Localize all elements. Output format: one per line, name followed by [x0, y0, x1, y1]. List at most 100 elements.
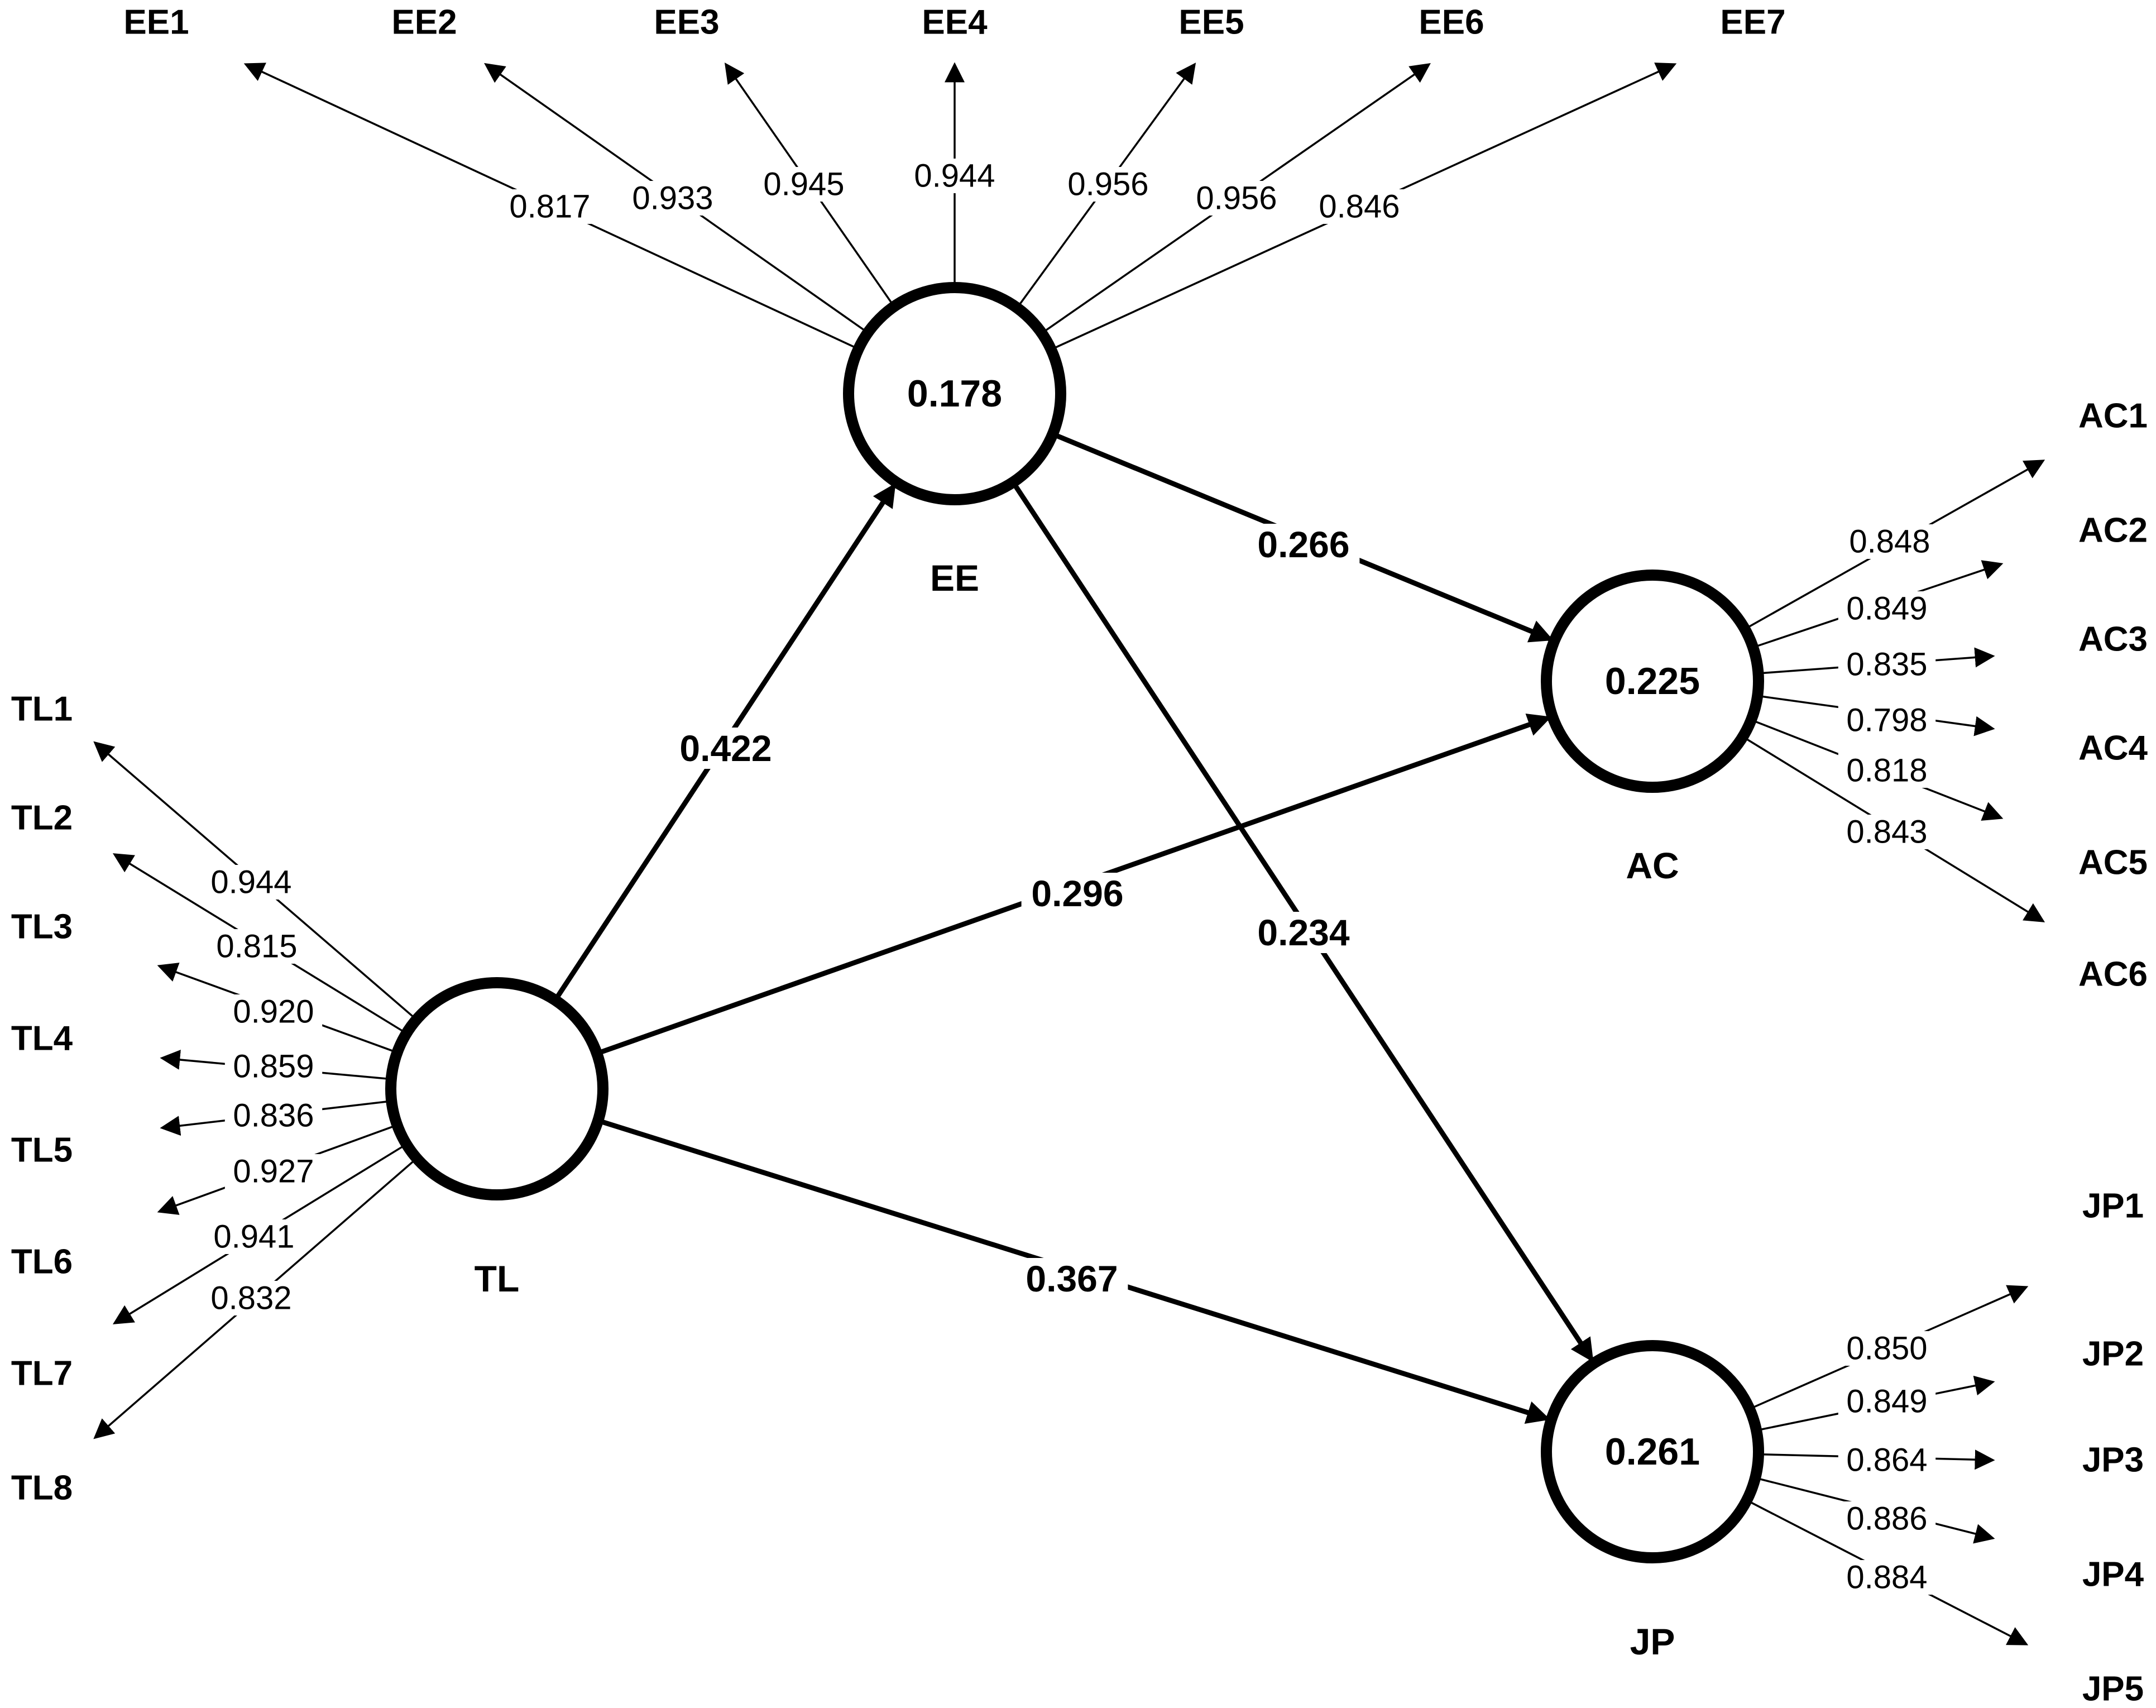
- loading-value-tl2-group: 0.815: [208, 929, 306, 965]
- indicator-label-tl7: TL7: [11, 1355, 73, 1393]
- loading-value-ee3: 0.945: [763, 166, 844, 203]
- loading-value-jp3: 0.864: [1846, 1442, 1927, 1479]
- loading-value-tl7-background: [205, 1219, 303, 1254]
- latent-label-jp: JP: [1630, 1621, 1675, 1662]
- indicator-label-ac3: AC3: [2078, 620, 2148, 659]
- loading-value-ac3: 0.835: [1846, 647, 1927, 683]
- loading-value-tl6: 0.927: [233, 1154, 314, 1190]
- loading-value-ee5-background: [1059, 167, 1157, 202]
- loading-value-ac3-background: [1838, 647, 1936, 682]
- loading-value-jp2-group: 0.849: [1838, 1384, 1936, 1420]
- loading-value-ac1-group: 0.848: [1841, 524, 1939, 560]
- loading-value-tl5-group: 0.836: [224, 1098, 323, 1134]
- loading-value-ee6: 0.956: [1196, 180, 1277, 217]
- loading-value-tl6-group: 0.927: [224, 1154, 323, 1190]
- path-coefficient-ee-jp: 0.234: [1257, 912, 1349, 953]
- loading-value-tl1-background: [202, 865, 300, 900]
- path-coefficient-tl-jp-background: [1015, 1258, 1128, 1299]
- loading-value-jp3-background: [1838, 1443, 1936, 1477]
- loading-value-ee4: 0.944: [914, 158, 995, 194]
- loading-value-tl4-group: 0.859: [224, 1049, 323, 1085]
- indicator-label-ee1: EE1: [123, 3, 189, 42]
- indicator-label-jp4: JP4: [2082, 1556, 2144, 1594]
- indicator-label-jp2: JP2: [2082, 1335, 2144, 1374]
- loading-value-ee1-group: 0.817: [501, 189, 599, 225]
- indicator-label-ac5: AC5: [2078, 844, 2148, 882]
- path-coefficient-tl-ac-background: [1021, 873, 1134, 914]
- loading-value-ac3-group: 0.835: [1838, 647, 1936, 683]
- loading-value-jp5-background: [1838, 1560, 1936, 1595]
- loading-value-ee6-group: 0.956: [1187, 180, 1286, 217]
- loading-value-ac6-background: [1838, 815, 1936, 849]
- indicator-label-ee4: EE4: [922, 3, 988, 42]
- loading-value-jp4-background: [1838, 1501, 1936, 1536]
- loading-value-jp1-group: 0.850: [1838, 1331, 1936, 1367]
- loading-value-tl7: 0.941: [213, 1219, 294, 1255]
- loading-value-ac4-group: 0.798: [1838, 702, 1936, 739]
- loading-value-tl1-group: 0.944: [202, 864, 300, 901]
- loading-value-jp5: 0.884: [1846, 1559, 1927, 1596]
- loading-value-ee5: 0.956: [1067, 166, 1148, 203]
- path-coefficient-ee-jp-background: [1247, 912, 1360, 953]
- loading-value-ee1-background: [501, 189, 599, 224]
- loading-value-jp4: 0.886: [1846, 1501, 1927, 1537]
- path-coefficient-tl-jp: 0.367: [1026, 1258, 1118, 1299]
- loading-value-ee1: 0.817: [509, 189, 590, 225]
- indicator-label-ee7: EE7: [1720, 3, 1785, 42]
- loading-value-ee4-group: 0.944: [905, 158, 1004, 194]
- loading-value-ee7: 0.846: [1319, 189, 1400, 225]
- loading-value-tl3: 0.920: [233, 994, 314, 1030]
- indicator-label-jp1: JP1: [2082, 1187, 2144, 1226]
- latent-circle-ac: [1541, 570, 1764, 793]
- indicator-label-tl8: TL8: [11, 1469, 73, 1508]
- loading-value-ee5-group: 0.956: [1059, 166, 1157, 203]
- latent-circle-ee: [843, 282, 1066, 505]
- indicator-label-ac1: AC1: [2078, 397, 2148, 436]
- loading-value-tl3-background: [224, 994, 323, 1029]
- indicator-label-tl5: TL5: [11, 1131, 73, 1170]
- latent-label-ac: AC: [1626, 845, 1679, 886]
- loading-value-ee7-group: 0.846: [1310, 189, 1408, 225]
- loading-value-ee2-group: 0.933: [624, 180, 722, 217]
- r-squared-ac: 0.225: [1605, 660, 1700, 702]
- path-coefficient-tl-ee-background: [669, 728, 782, 769]
- loading-value-tl1: 0.944: [210, 864, 291, 901]
- loading-value-tl8-group: 0.832: [202, 1280, 300, 1317]
- loading-value-ac2: 0.849: [1846, 591, 1927, 627]
- path-coefficient-ee-ac-group: 0.266: [1247, 524, 1360, 565]
- indicator-label-ee2: EE2: [391, 3, 457, 42]
- loading-value-jp3-group: 0.864: [1838, 1442, 1936, 1479]
- loading-value-ee7-background: [1310, 189, 1408, 224]
- latent-circle-tl: [385, 977, 609, 1200]
- loading-value-tl3-group: 0.920: [224, 994, 323, 1030]
- loading-value-tl8-background: [202, 1281, 300, 1315]
- latent-label-tl: TL: [475, 1258, 520, 1299]
- loading-value-jp1-background: [1838, 1331, 1936, 1366]
- loading-value-tl4-background: [224, 1049, 323, 1084]
- loading-value-jp4-group: 0.886: [1838, 1501, 1936, 1537]
- loading-value-ac1: 0.848: [1849, 524, 1930, 560]
- loading-value-ee2-background: [624, 181, 722, 216]
- loading-value-ac6-group: 0.843: [1838, 814, 1936, 850]
- loading-value-ac2-background: [1838, 591, 1936, 626]
- loading-value-ee3-background: [755, 167, 853, 202]
- loading-value-ac5: 0.818: [1846, 753, 1927, 789]
- loading-value-jp2: 0.849: [1846, 1384, 1927, 1420]
- loading-value-tl7-group: 0.941: [205, 1219, 303, 1255]
- path-coefficient-tl-ac-group: 0.296: [1021, 873, 1134, 914]
- loading-value-tl2: 0.815: [216, 929, 297, 965]
- loading-value-ee6-background: [1187, 181, 1286, 216]
- indicator-label-tl4: TL4: [11, 1020, 73, 1058]
- loading-value-ee4-background: [905, 159, 1004, 193]
- r-squared-ee: 0.178: [907, 372, 1002, 415]
- labels: 0.817EE10.933EE20.945EE30.944EE40.956EE5…: [11, 3, 2148, 1708]
- indicator-label-tl2: TL2: [11, 799, 73, 838]
- path-coefficient-tl-ee: 0.422: [679, 728, 772, 769]
- path-coefficient-tl-ac: 0.296: [1031, 873, 1123, 914]
- loading-value-ac5-group: 0.818: [1838, 753, 1936, 789]
- indicator-label-ac4: AC4: [2078, 729, 2148, 768]
- indicator-label-ee5: EE5: [1178, 3, 1244, 42]
- indicator-label-tl3: TL3: [11, 908, 73, 946]
